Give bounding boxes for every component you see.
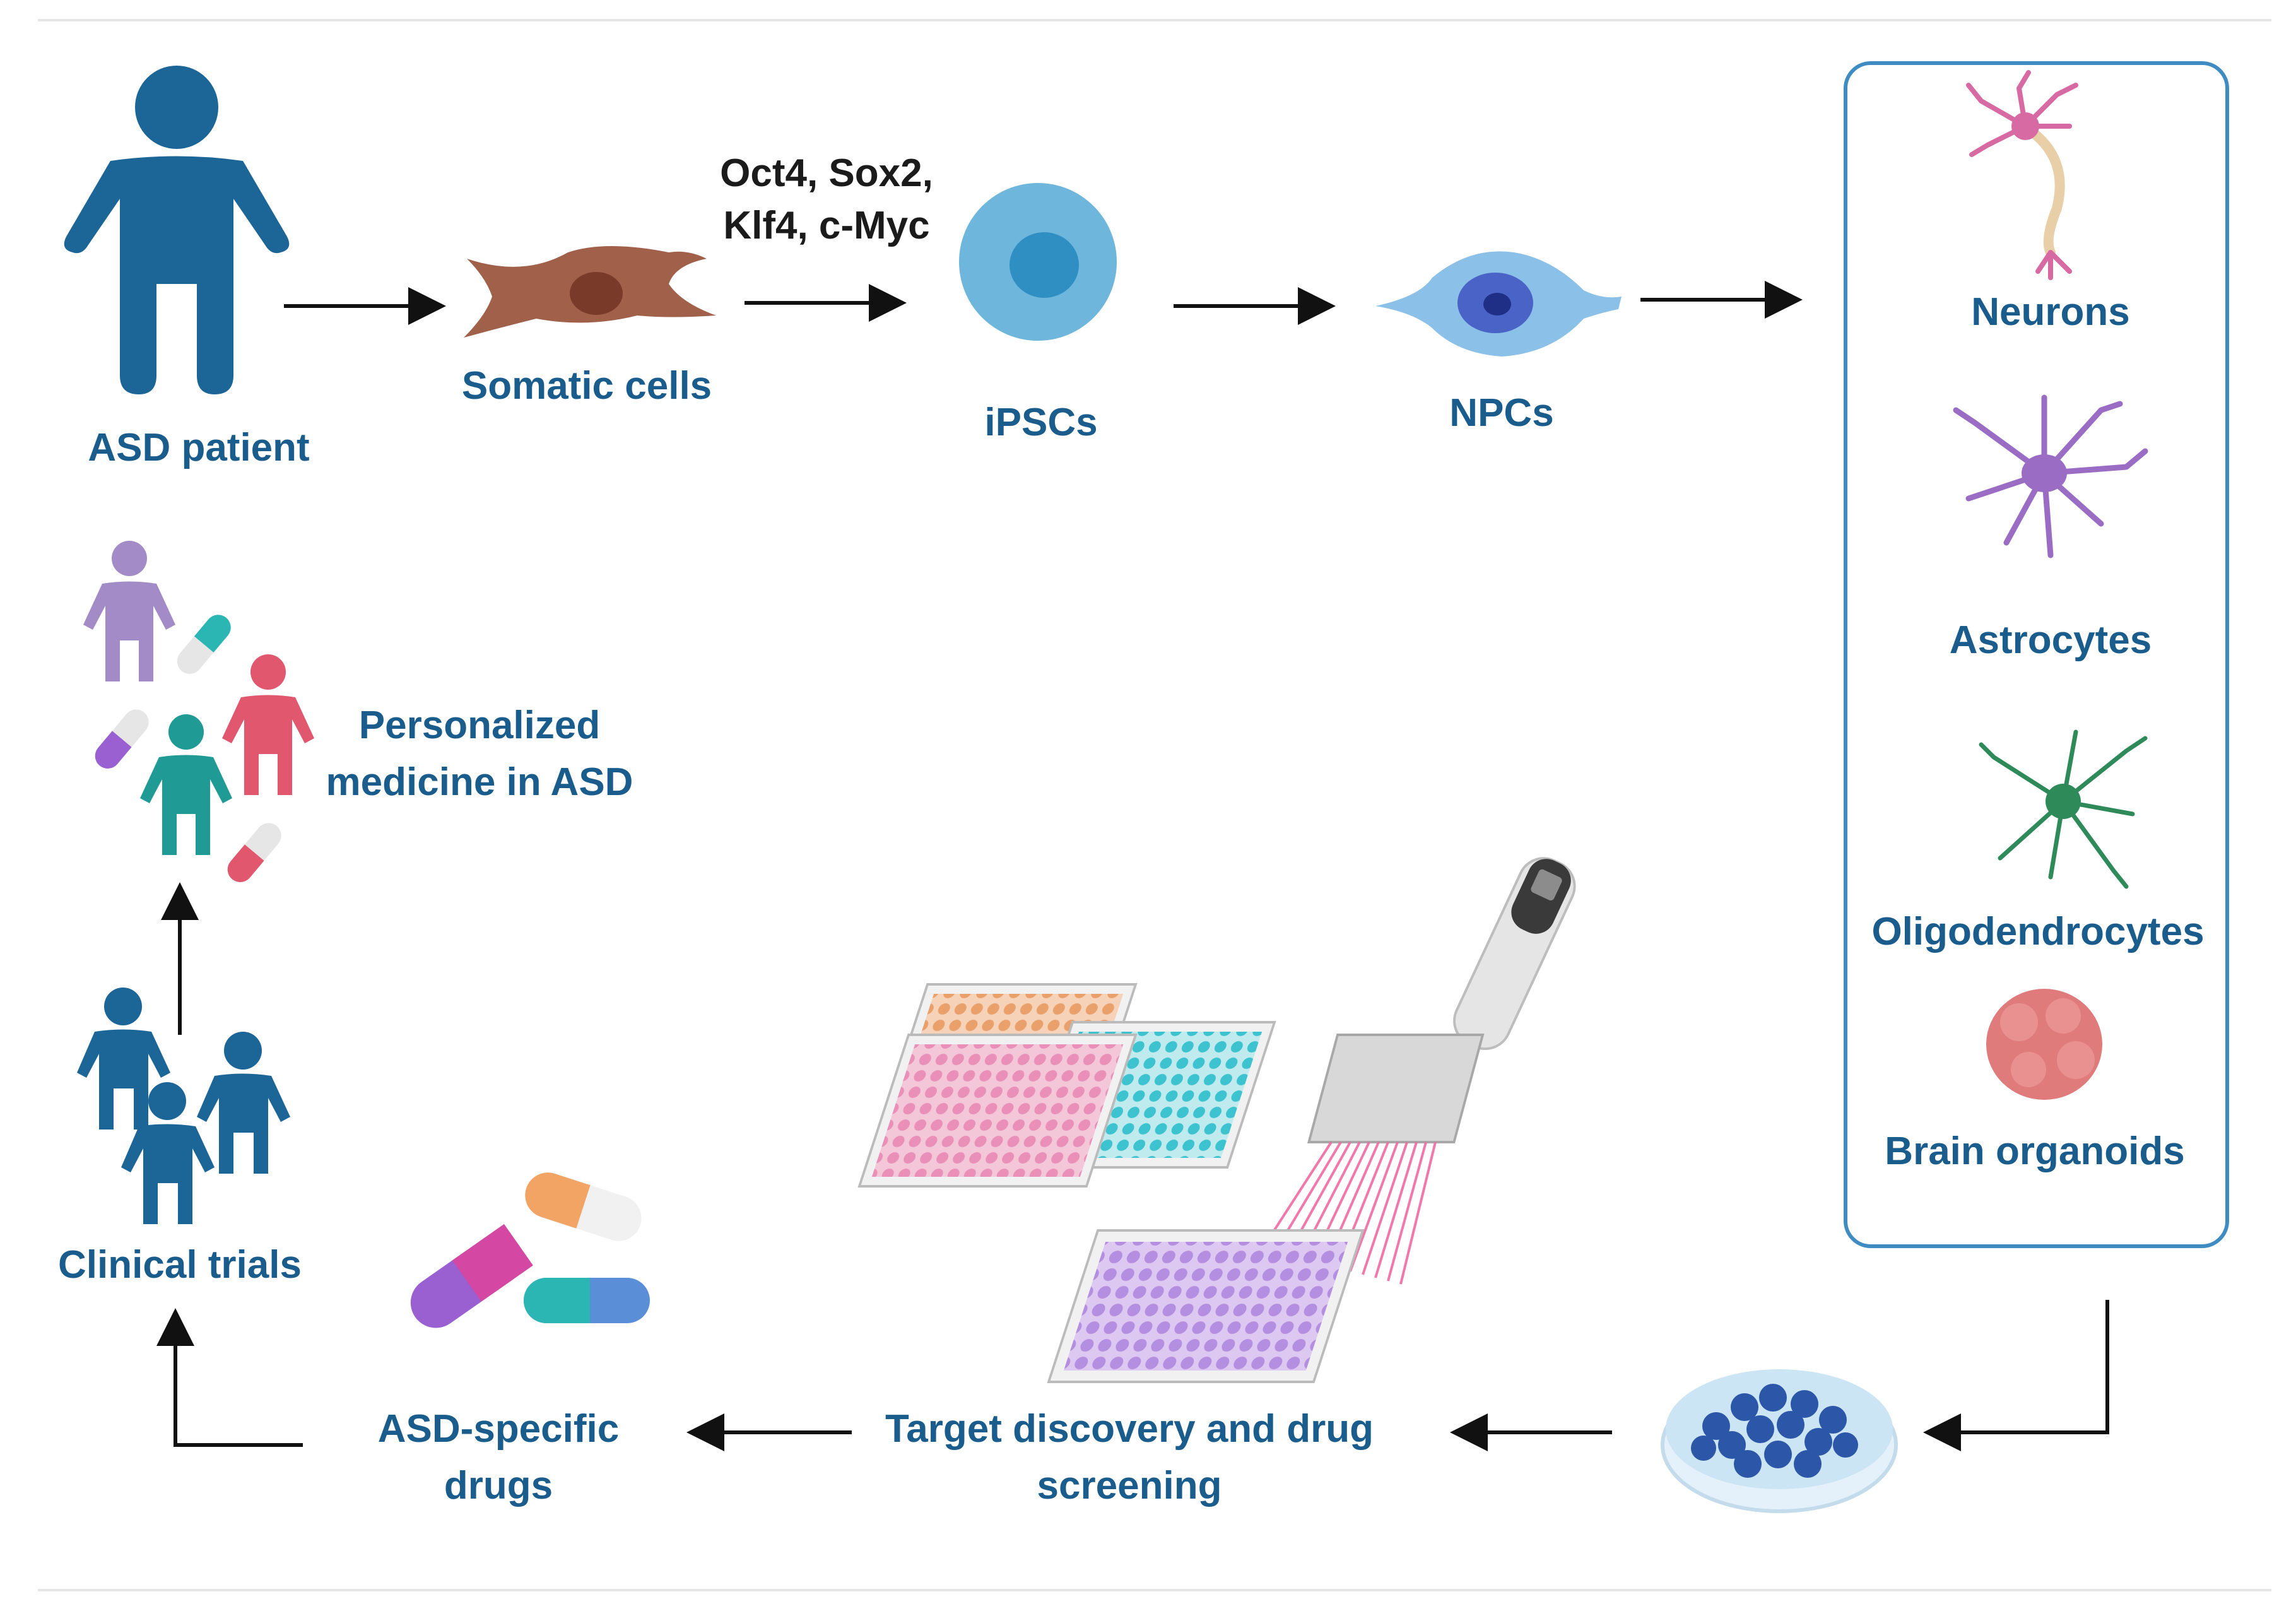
asd-drugs-line2: drugs [444,1464,553,1507]
person-icon [83,541,314,855]
asd-drugs-line1: ASD-specific [378,1407,619,1451]
capsule-icon [95,615,281,882]
ipsc-icon [959,183,1117,341]
personalized-line2: medicine in ASD [326,760,633,804]
person-icon [77,988,290,1224]
neuron-soma [2011,112,2039,140]
asd-patient-label: ASD patient [88,426,309,469]
person-icon [64,66,290,394]
pipette-icon [1261,857,1576,1285]
astrocyte-soma [2022,454,2067,492]
arrow-box-to-dish [1923,1300,2109,1451]
capsule-icon [410,1172,650,1328]
well-plate-icon [857,983,1276,1188]
ipscs-label: iPSCs [984,401,1097,444]
neuron-icon [1966,70,2078,280]
target-discovery-line2: screening [1037,1464,1222,1507]
astrocytes-label: Astrocytes [1950,618,2152,662]
npc-icon [1375,251,1622,357]
oligodendrocyte-icon [1979,729,2148,889]
somatic-cell-icon [464,246,716,338]
brain-organoids-label: Brain organoids [1885,1129,2184,1173]
npcs-label: NPCs [1449,391,1553,435]
factors-line1: Oct4, Sox2, [720,151,933,195]
neurons-label: Neurons [1971,290,2129,334]
well-plate-icon [1047,1229,1365,1383]
clinical-trials-label: Clinical trials [58,1243,302,1287]
factors-line2: Klf4, c-Myc [723,204,929,247]
cell-types-box [1844,61,2229,1248]
somatic-cells-label: Somatic cells [462,364,712,408]
target-discovery-line1: Target discovery and drug [885,1407,1374,1451]
petri-dish-icon [1661,1369,1898,1513]
arrow-drugs-to-trials [156,1308,303,1447]
organoid-icon [1986,989,2102,1100]
oligodendrocyte-soma [2046,784,2081,819]
oligodendrocytes-label: Oligodendrocytes [1871,910,2204,953]
astrocyte-icon [1953,394,2148,558]
personalized-line1: Personalized [359,704,600,747]
